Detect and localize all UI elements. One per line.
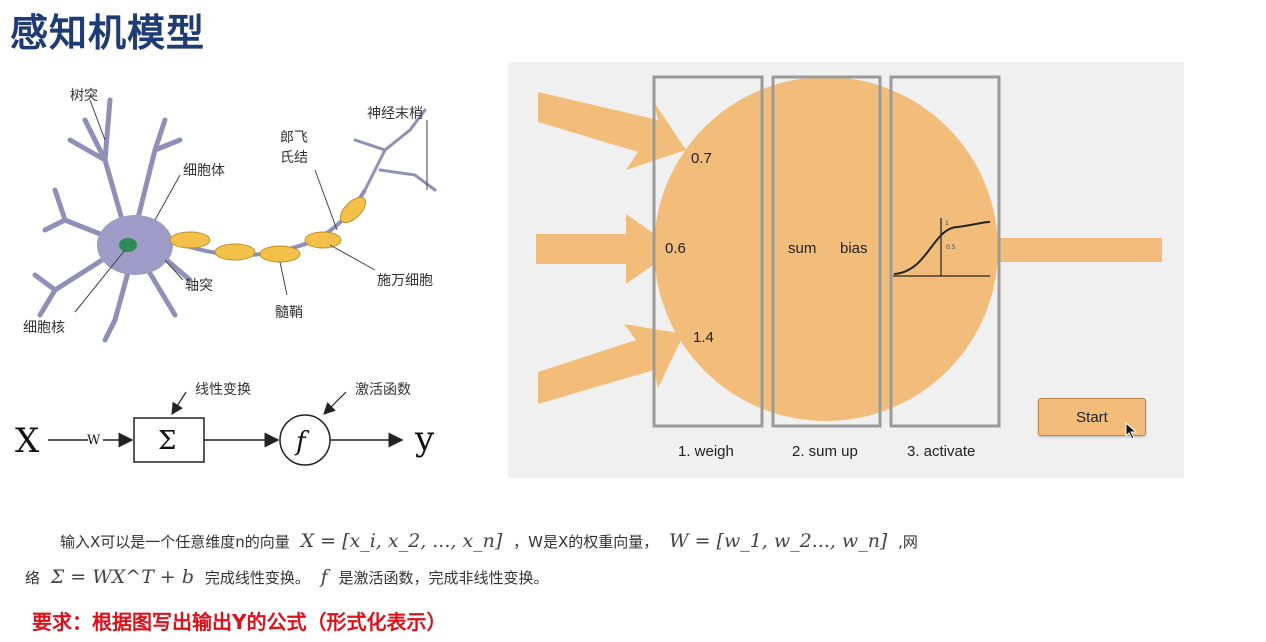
paragraph-line-1: 输入X可以是一个任意维度n的向量 X = [x_i, x_2, ..., x_n… (60, 530, 918, 552)
neuron-diagram: 树突 细胞体 细胞核 轴突 髓鞘 郎飞 氏结 神经末梢 施万细胞 (23, 88, 437, 343)
flow-w: W (87, 433, 101, 448)
step-frames (652, 75, 1001, 428)
requirement-text: 要求：根据图写出输出Y的公式（形式化表示） (32, 610, 447, 634)
label-axon: 轴突 (185, 278, 213, 294)
activation-pointer (323, 391, 347, 415)
weight-value-1: 0.7 (691, 150, 712, 167)
myelin-sheaths (169, 196, 367, 263)
paragraph-text-2c: 是激活函数，完成非线性变换。 (338, 569, 549, 587)
weight-value-2: 0.6 (665, 240, 686, 257)
activation-label: 激活函数 (355, 381, 411, 398)
page-title: 感知机模型 (10, 10, 206, 55)
paragraph-text-2a: 络 (25, 569, 41, 587)
paragraph-text-1c: ,网 (898, 533, 918, 551)
perceptron-demo-panel: 1 0.5 0.7 0.6 1.4 sum bias 1. weigh 2. s… (508, 62, 1184, 478)
label-ranvier-2: 氏结 (280, 150, 308, 166)
dendrites (32, 97, 193, 343)
sum-symbol: Σ (158, 426, 176, 456)
math-x-vector: X = [x_i, x_2, ..., x_n] (300, 530, 503, 552)
label-dendrite: 树突 (70, 88, 98, 104)
paragraph-line-2: 络 Σ = WX^T + b 完成线性变换。 f 是激活函数，完成非线性变换。 (25, 566, 548, 588)
nucleus-shape (119, 238, 137, 252)
linear-label: 线性变换 (195, 381, 251, 398)
demo-graphic: 1 0.5 (536, 75, 1162, 428)
sigmoid-curve (893, 221, 991, 275)
sum-label: sum (788, 240, 817, 257)
linear-pointer (171, 391, 187, 416)
label-leaders (74, 99, 428, 313)
label-myelin: 髓鞘 (275, 305, 303, 321)
mouse-cursor-icon (1125, 422, 1138, 440)
axon-terminals (353, 108, 437, 192)
input-arrow-middle (536, 214, 676, 284)
bias-label: bias (840, 240, 868, 257)
sigmoid-tick-mid: 0.5 (946, 244, 956, 251)
flow-x: X (15, 421, 40, 461)
weigh-frame (652, 75, 764, 428)
weight-value-3: 1.4 (693, 329, 714, 346)
math-sum-formula: Σ = WX^T + b (50, 566, 195, 588)
label-ranvier-1: 郎飞 (280, 130, 308, 146)
step-sum-up: 2. sum up (792, 443, 858, 460)
perceptron-flow-diagram: X W Σ f y 线性变换 激活函数 (15, 381, 435, 466)
label-cell-body: 细胞体 (183, 163, 225, 179)
paragraph-text-2b: 完成线性变换。 (204, 569, 310, 587)
label-schwann: 施万细胞 (377, 273, 433, 289)
paragraph-text-1b: ，W是X的权重向量， (513, 533, 659, 551)
sigmoid-tick-top: 1 (945, 220, 949, 227)
neuron-circle (654, 77, 998, 421)
flow-y: y (414, 419, 435, 459)
output-bar (996, 238, 1162, 262)
label-nucleus: 细胞核 (23, 320, 65, 336)
input-arrows (536, 92, 686, 404)
step-weigh: 1. weigh (678, 443, 734, 460)
input-arrow-top (538, 92, 686, 170)
paragraph-text-1a: 输入X可以是一个任意维度n的向量 (60, 533, 290, 551)
math-f: f (320, 566, 328, 588)
input-arrow-bottom (538, 324, 684, 404)
activate-frame (889, 75, 1001, 428)
math-w-vector: W = [w_1, w_2..., w_n] (669, 530, 888, 552)
step-activate: 3. activate (907, 443, 976, 460)
sum-frame (771, 75, 882, 428)
label-terminal: 神经末梢 (367, 106, 423, 122)
